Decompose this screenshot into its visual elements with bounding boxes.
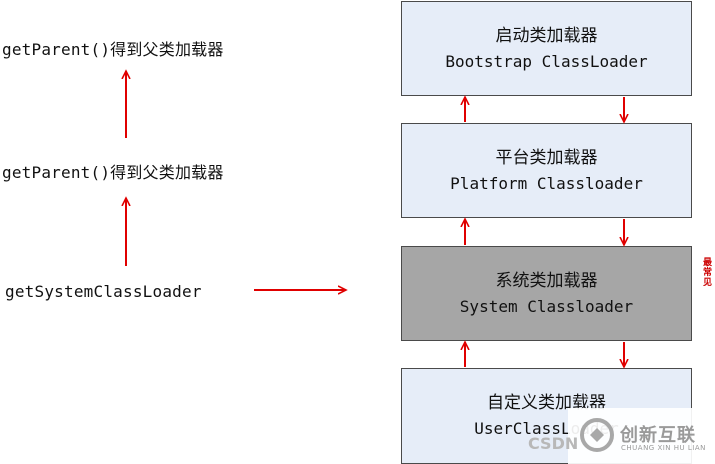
brand-name-cn: 创新互联 bbox=[620, 425, 696, 446]
most-common-note: 最常见 bbox=[703, 258, 713, 288]
box-title: 启动类加载器 bbox=[495, 25, 598, 46]
box-title: 系统类加载器 bbox=[495, 270, 598, 291]
box-subtitle: Platform Classloader bbox=[450, 173, 643, 193]
platform-classloader-box: 平台类加载器 Platform Classloader bbox=[401, 123, 692, 218]
get-system-classloader-label: getSystemClassLoader bbox=[5, 282, 202, 301]
box-subtitle: System Classloader bbox=[459, 296, 634, 316]
box-subtitle: Bootstrap ClassLoader bbox=[445, 51, 648, 71]
box-title: 平台类加载器 bbox=[495, 147, 598, 168]
system-classloader-box: 系统类加载器 System Classloader bbox=[401, 246, 692, 341]
get-parent-label-mid: getParent()得到父类加载器 bbox=[2, 163, 224, 182]
get-parent-label-top: getParent()得到父类加载器 bbox=[2, 40, 224, 59]
bootstrap-classloader-box: 启动类加载器 Bootstrap ClassLoader bbox=[401, 1, 692, 96]
chuangxin-logo-icon bbox=[580, 418, 614, 452]
csdn-watermark: CSDN bbox=[528, 434, 579, 453]
brand-name-en: CHUANG XIN HU LIAN bbox=[621, 444, 706, 452]
